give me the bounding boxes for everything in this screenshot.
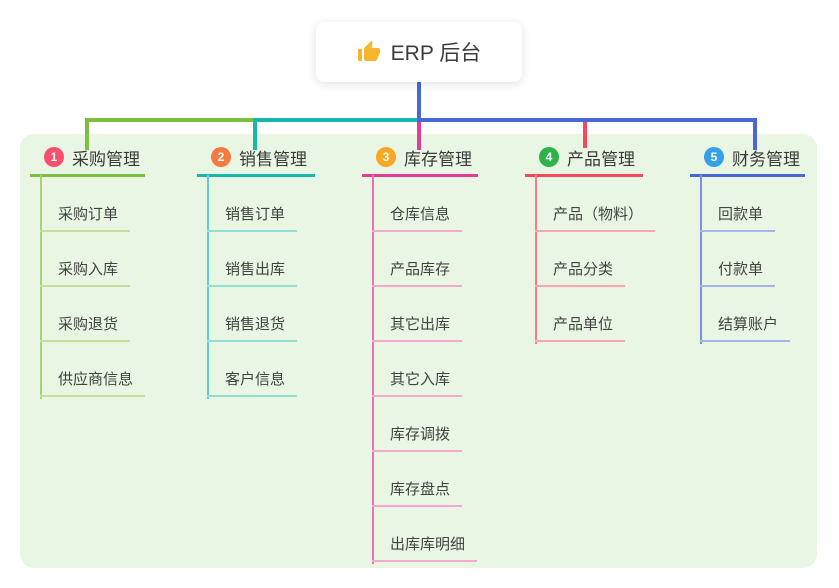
connector-drop-product [583,122,587,148]
child-label: 产品分类 [535,258,626,287]
branch-badge: 1 [44,147,64,167]
branch-header-sales[interactable]: 2 销售管理 [197,146,315,177]
child-label: 其它出库 [372,313,463,342]
root-node[interactable]: ERP 后台 [316,22,522,82]
connector-drop-purchase [85,118,89,150]
child-node[interactable]: 供应商信息 [30,342,146,397]
branch-label: 销售管理 [239,149,307,169]
branch-badge: 3 [376,147,396,167]
branch-label: 库存管理 [404,149,472,169]
branch-trunk-line [207,175,209,399]
child-label: 采购退货 [40,313,131,342]
branch-trunk-line [40,175,42,399]
child-label: 库存盘点 [372,478,463,507]
thumbs-up-icon [357,40,381,64]
branch-trunk-line [372,175,374,564]
child-node[interactable]: 采购入库 [30,232,145,287]
child-label: 付款单 [700,258,776,287]
child-node[interactable]: 客户信息 [197,342,315,397]
child-label: 供应商信息 [40,368,146,397]
child-label: 销售订单 [207,203,298,232]
child-label: 其它入库 [372,368,463,397]
branch-label: 财务管理 [732,149,800,169]
child-node[interactable]: 销售出库 [197,232,315,287]
child-node[interactable]: 产品单位 [525,287,643,342]
branch-trunk-line [700,175,702,344]
child-node[interactable]: 销售订单 [197,177,315,232]
connector-drop-sales [253,118,257,150]
branch-sales: 2 销售管理 销售订单 销售出库 销售退货 客户信息 [197,146,315,399]
child-node[interactable]: 结算账户 [690,287,805,342]
child-node[interactable]: 付款单 [690,232,805,287]
child-node[interactable]: 其它入库 [362,342,478,397]
connector-bus-teal [255,118,417,122]
child-node[interactable]: 产品库存 [362,232,478,287]
branch-badge: 2 [211,147,231,167]
root-connector-line [417,82,421,120]
child-node[interactable]: 采购退货 [30,287,145,342]
connector-drop-inventory [417,122,421,150]
branch-label: 采购管理 [72,149,140,169]
child-label: 销售出库 [207,258,298,287]
child-node[interactable]: 出库库明细 [362,507,478,562]
child-node[interactable]: 其它出库 [362,287,478,342]
branch-header-product[interactable]: 4 产品管理 [525,146,643,177]
child-label: 回款单 [700,203,776,232]
branch-badge: 4 [539,147,559,167]
child-label: 产品库存 [372,258,463,287]
child-node[interactable]: 回款单 [690,177,805,232]
branch-header-purchase[interactable]: 1 采购管理 [30,146,145,177]
child-node[interactable]: 产品分类 [525,232,643,287]
child-label: 采购订单 [40,203,131,232]
branches-panel [20,134,817,568]
branch-product: 4 产品管理 产品（物料） 产品分类 产品单位 [525,146,656,344]
connector-drop-finance [753,118,757,150]
child-label: 产品（物料） [535,203,656,232]
branch-purchase: 1 采购管理 采购订单 采购入库 采购退货 供应商信息 [30,146,146,399]
branch-label: 产品管理 [567,149,635,169]
child-node[interactable]: 采购订单 [30,177,145,232]
child-label: 结算账户 [700,313,791,342]
branch-inventory: 3 库存管理 仓库信息 产品库存 其它出库 其它入库 库存调拨 库存盘点 出库库… [362,146,478,564]
branch-trunk-line [535,175,537,344]
branch-badge: 5 [704,147,724,167]
child-label: 仓库信息 [372,203,463,232]
child-node[interactable]: 库存调拨 [362,397,478,452]
child-label: 客户信息 [207,368,298,397]
connector-bus-green [85,118,255,122]
branch-finance: 5 财务管理 回款单 付款单 结算账户 [690,146,805,344]
child-node[interactable]: 库存盘点 [362,452,478,507]
branch-header-inventory[interactable]: 3 库存管理 [362,146,478,177]
child-label: 出库库明细 [372,533,478,562]
child-label: 销售退货 [207,313,298,342]
child-node[interactable]: 销售退货 [197,287,315,342]
connector-bus-blue [417,118,757,122]
child-node[interactable]: 仓库信息 [362,177,478,232]
child-label: 采购入库 [40,258,131,287]
child-label: 产品单位 [535,313,626,342]
branch-header-finance[interactable]: 5 财务管理 [690,146,805,177]
child-node[interactable]: 产品（物料） [525,177,656,232]
child-label: 库存调拨 [372,423,463,452]
root-title: ERP 后台 [390,42,482,65]
